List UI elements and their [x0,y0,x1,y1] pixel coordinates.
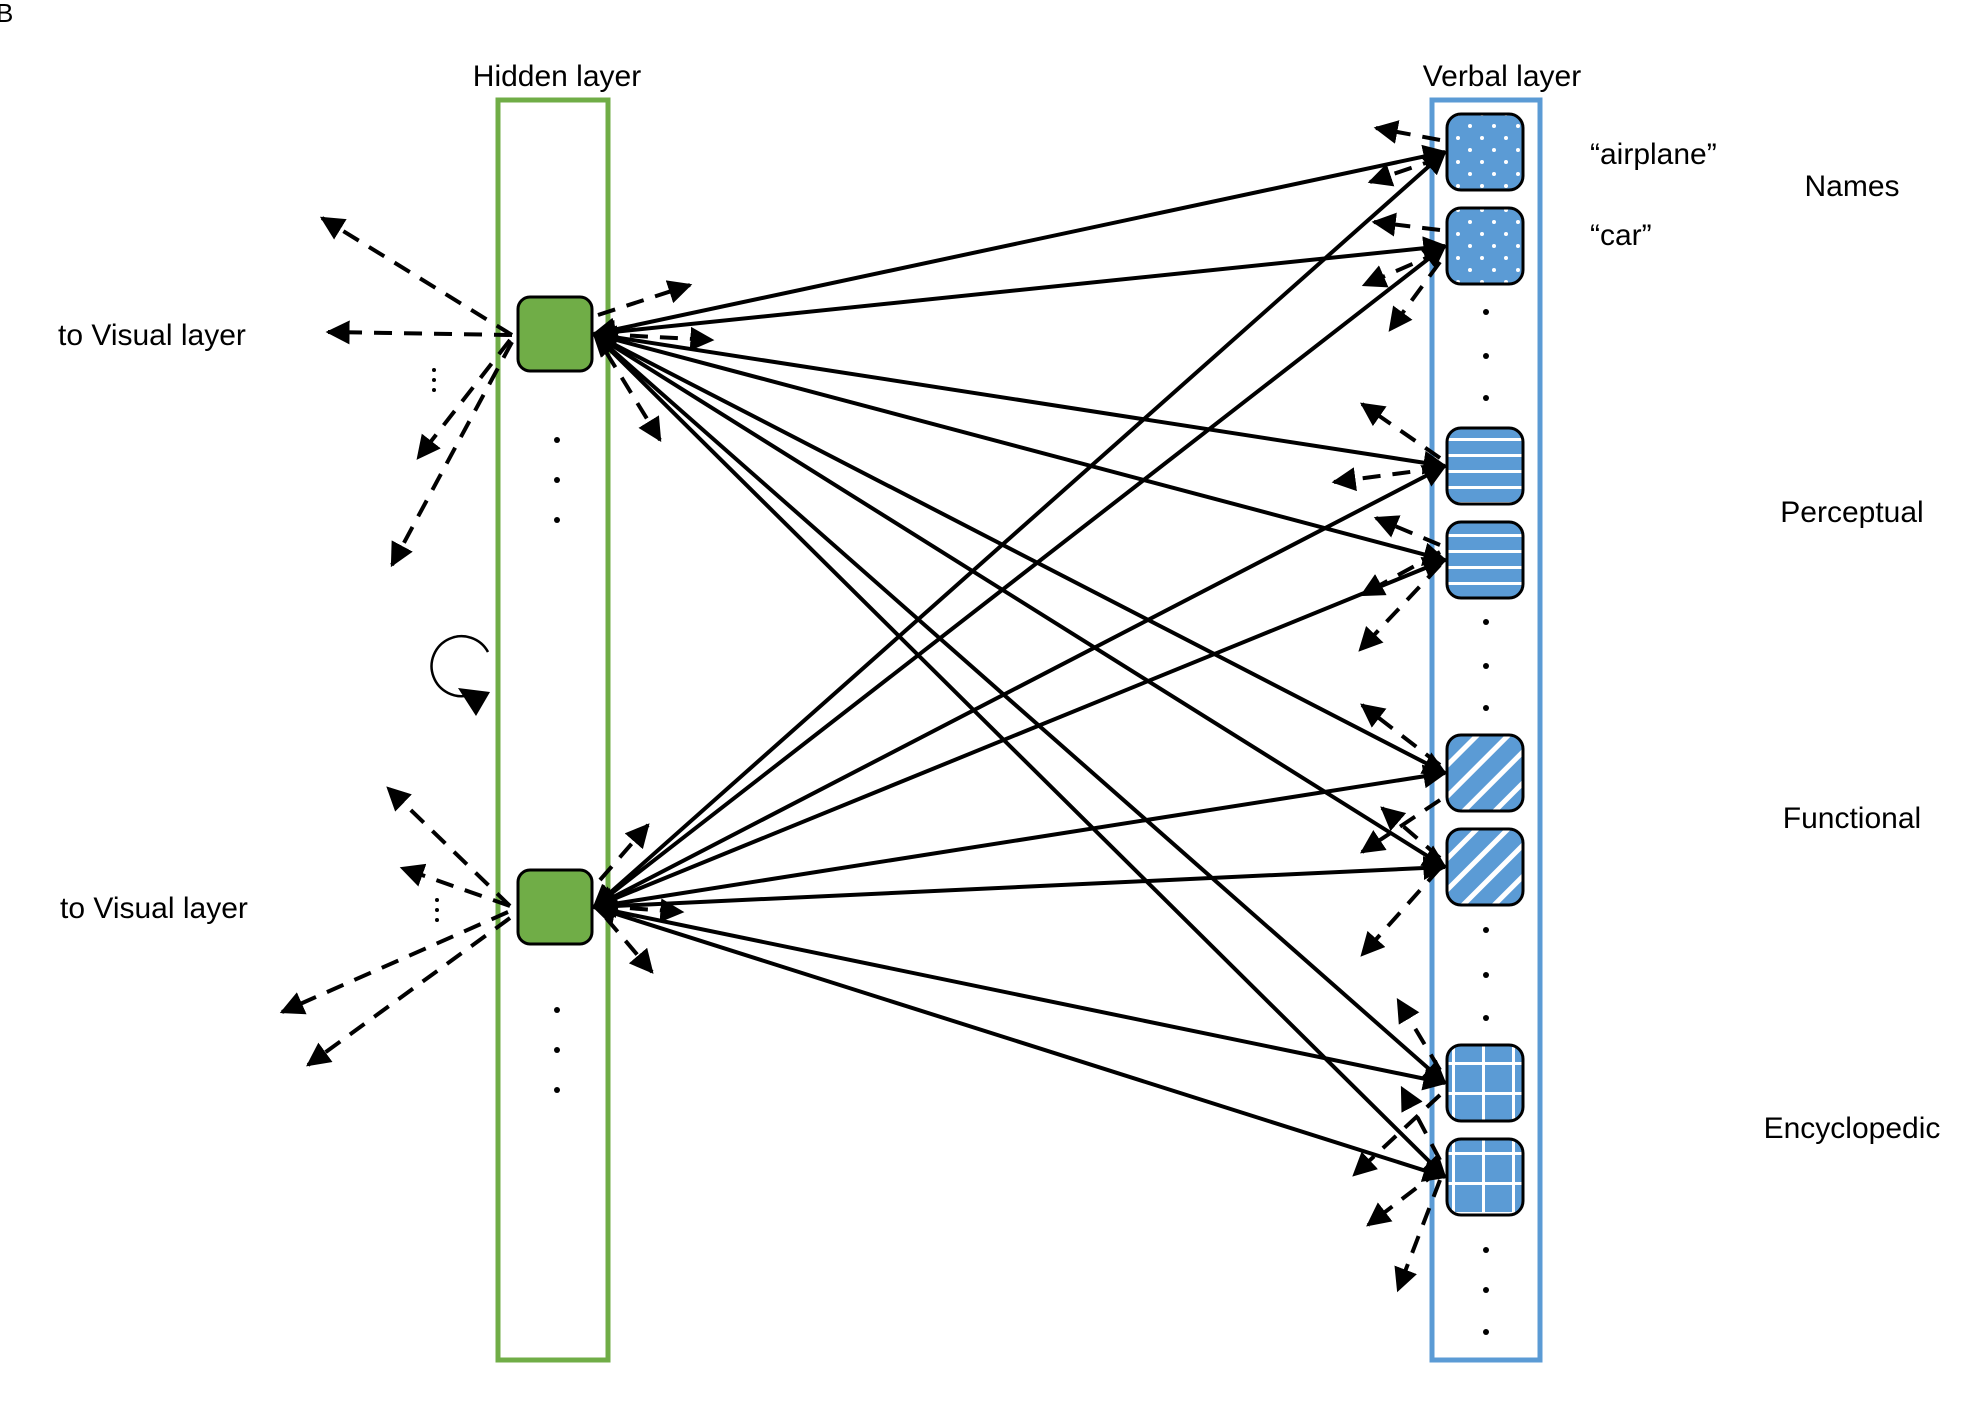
verbal-unit-perceptual-v3 [1445,426,1525,506]
ellipsis-dot [1483,972,1489,978]
ellipsis-dot [435,898,439,902]
edge-h1-v6 [591,332,1448,869]
ellipsis-dot [554,477,560,483]
dashed-arrow [1361,250,1441,288]
group-label-functional: Functional [1783,802,1921,835]
verbal-unit-functional-v5 [1445,733,1525,813]
ellipsis-dot [554,517,560,523]
dashed-arrow [1400,1085,1442,1161]
verbal-layer-title: Verbal layer [1423,60,1581,93]
ellipsis-dot [1483,1329,1489,1335]
ellipsis-dot [432,368,436,372]
dashed-arrow [306,916,512,1067]
dashed-arrow [1367,156,1441,187]
ellipsis-dot [554,1047,560,1053]
dashed-arrow [1360,866,1442,957]
dashed-arrow [1373,120,1441,144]
verbal-unit-names-v1 [1445,112,1525,192]
group-label-names: Names [1804,170,1899,203]
dashed-arrow [416,338,512,460]
hidden-layer-title: Hidden layer [473,60,641,93]
ellipsis-dot [554,1087,560,1093]
dashed-arrow [279,910,509,1015]
ellipsis-dot [1483,1247,1489,1253]
dashed-arrow [386,786,512,908]
dashed-arrow [599,898,685,923]
dashed-arrow [1360,703,1442,767]
dashed-arrow [599,326,715,351]
ellipsis-dot [554,437,560,443]
ellipsis-dots [432,309,1489,1335]
edge-h2-v8 [591,902,1448,1182]
dashed-arrow [604,916,654,974]
word-label-car: “car” [1590,219,1652,252]
dashed-arrow [1360,798,1442,854]
dashed-arrow [1359,550,1441,597]
dashed-arrow [325,320,513,345]
ellipsis-dot [1483,1287,1489,1293]
dashed-arrow [597,280,693,317]
ellipsis-dot [1483,619,1489,625]
ellipsis-dot [1483,309,1489,315]
verbal-unit-functional-v6 [1445,827,1525,907]
node-layer [516,112,1525,1217]
word-label-airplane: “airplane” [1590,138,1717,171]
dashed-connections [279,120,1442,1293]
ellipsis-dot [1483,705,1489,711]
dashed-arrow [319,216,514,337]
dashed-arrow [1371,212,1441,237]
verbal-unit-perceptual-v4 [1445,520,1525,600]
dashed-arrow [604,350,662,443]
verbal-unit-encyclopedic-v8 [1445,1137,1525,1217]
ellipsis-dot [1483,663,1489,669]
dashed-arrow [1352,1093,1442,1177]
verbal-unit-encyclopedic-v7 [1445,1043,1525,1123]
dashed-arrow [390,341,514,568]
edge-h1-v1 [591,144,1448,342]
dashed-arrow [1388,260,1442,332]
ellipsis-dot [1483,1015,1489,1021]
to-visual-layer-label-2: to Visual layer [60,892,248,925]
edge-h2-v2 [592,244,1447,909]
hidden-unit-h1 [516,295,594,373]
group-label-encyclopedic: Encyclopedic [1764,1112,1941,1145]
dashed-arrow [1358,563,1442,652]
dashed-arrow [1331,466,1441,492]
dashed-arrow [598,823,650,882]
dashed-arrow [399,863,511,908]
dashed-arrow [1373,515,1441,547]
hidden-layer-column [495,97,611,1363]
edge-h1-v8 [592,332,1447,1179]
dashed-arrow [1394,1179,1442,1293]
ellipsis-dot [432,378,436,382]
ellipsis-dot [432,388,436,392]
ellipsis-dot [435,918,439,922]
dashed-arrow [1396,997,1442,1072]
edge-h2-v7 [591,899,1448,1091]
dashed-arrow [1366,1168,1442,1227]
ellipsis-dot [554,1007,560,1013]
dashed-arrow [1380,806,1442,860]
hidden-unit-h2 [516,868,594,946]
ellipsis-dot [435,908,439,912]
ellipsis-dot [1483,353,1489,359]
figure-label: B [0,0,13,28]
ellipsis-dot [1483,395,1489,401]
verbal-unit-names-v2 [1445,206,1525,286]
to-visual-layer-label-1: to Visual layer [58,319,246,352]
connection-edges [591,144,1448,1182]
edge-h2-v4 [591,557,1448,910]
edge-h1-v2 [591,236,1448,344]
recurrent-loop-icon [430,634,490,716]
group-label-perceptual: Perceptual [1780,496,1923,529]
ellipsis-dot [1483,927,1489,933]
dashed-arrow [1360,402,1442,460]
